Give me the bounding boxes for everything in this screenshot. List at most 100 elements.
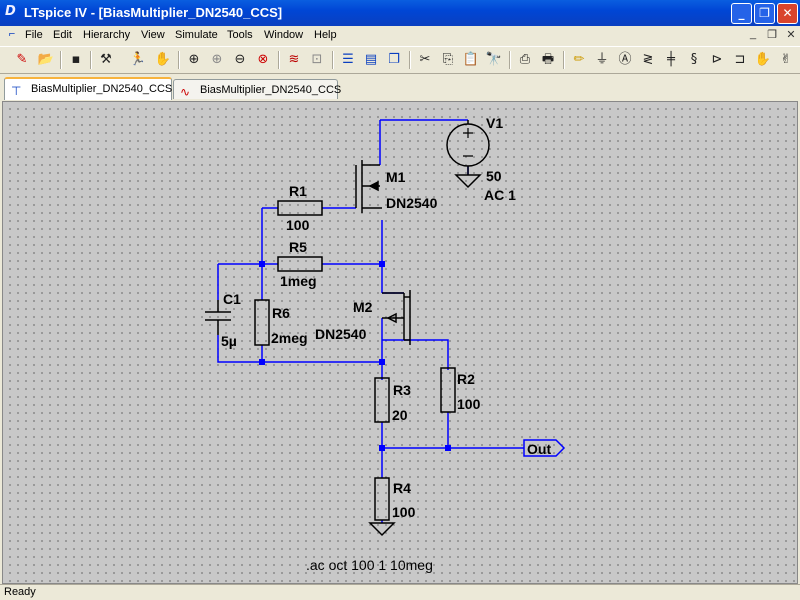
menu-edit[interactable]: Edit bbox=[53, 29, 72, 41]
r2-name: R2 bbox=[457, 371, 475, 387]
drag-icon[interactable]: ✌ bbox=[780, 52, 792, 67]
r6-name: R6 bbox=[272, 305, 290, 321]
new-schematic-icon[interactable]: ✎ bbox=[16, 52, 28, 67]
fit-page-icon[interactable]: ⊡ bbox=[311, 52, 323, 67]
tile-horizontal-icon[interactable]: ☰ bbox=[342, 52, 354, 67]
print-setup-icon[interactable]: ⎙ bbox=[519, 52, 531, 67]
toolbar-separator bbox=[60, 51, 62, 69]
zoom-cancel-icon[interactable]: ⊗ bbox=[257, 52, 269, 67]
halt-icon[interactable]: ✋ bbox=[154, 52, 172, 67]
mosfet-m2[interactable] bbox=[382, 290, 411, 345]
r6-value: 2meg bbox=[271, 330, 308, 346]
diode-icon[interactable]: ⊳ bbox=[711, 52, 723, 67]
control-panel-icon[interactable]: ⚒ bbox=[100, 52, 112, 67]
status-bar: Ready bbox=[0, 584, 800, 600]
menu-file[interactable]: File bbox=[25, 29, 43, 41]
move-icon[interactable]: ✋ bbox=[754, 52, 772, 67]
zoom-out-icon[interactable]: ⊖ bbox=[234, 52, 246, 67]
save-icon[interactable]: ▪ bbox=[71, 52, 81, 67]
voltage-source-v1[interactable]: V1 50 AC 1 bbox=[446, 115, 516, 203]
copy-icon[interactable]: ⎘ bbox=[442, 52, 454, 67]
menu-tools[interactable]: Tools bbox=[227, 29, 253, 41]
net-label-out[interactable]: Out bbox=[523, 439, 566, 457]
open-icon[interactable]: 📂 bbox=[37, 52, 55, 67]
resistor-r3[interactable] bbox=[374, 377, 390, 423]
v1-value: 50 bbox=[486, 168, 502, 184]
capacitor-icon[interactable]: ╪ bbox=[667, 52, 675, 67]
resistor-r1[interactable] bbox=[277, 200, 323, 216]
toolbar-separator bbox=[90, 51, 92, 69]
run-icon[interactable]: 🏃 bbox=[129, 52, 147, 67]
schematic-canvas[interactable]: V1 50 AC 1 M1 DN2540 M2 DN2540 bbox=[2, 101, 798, 584]
component-icon[interactable]: ⊐ bbox=[734, 52, 746, 67]
menu-bar: ⌐ File Edit Hierarchy View Simulate Tool… bbox=[0, 26, 800, 46]
r3-value: 20 bbox=[392, 407, 408, 423]
resistor-r6[interactable] bbox=[254, 299, 270, 346]
toolbar-separator bbox=[332, 51, 334, 69]
autorange-icon[interactable]: ≋ bbox=[288, 52, 300, 67]
r4-value: 100 bbox=[392, 504, 416, 520]
menu-hierarchy[interactable]: Hierarchy bbox=[83, 29, 131, 41]
toolbar-separator bbox=[509, 51, 511, 69]
menu-help[interactable]: Help bbox=[314, 29, 337, 41]
tile-vertical-icon[interactable]: ▤ bbox=[364, 52, 378, 67]
mdi-close-icon[interactable]: ✕ bbox=[786, 29, 796, 41]
document-icon: ⌐ bbox=[8, 28, 16, 40]
close-button[interactable]: ✕ bbox=[777, 3, 798, 24]
toolbar-separator bbox=[278, 51, 280, 69]
ground-symbol bbox=[368, 522, 396, 537]
resistor-r2[interactable] bbox=[440, 367, 456, 413]
r1-value: 100 bbox=[286, 217, 310, 233]
ground-icon[interactable]: ⏚ bbox=[595, 52, 609, 67]
minimize-button[interactable]: _ bbox=[731, 3, 752, 24]
schematic-icon: ⊤ bbox=[11, 84, 22, 98]
draw-wire-icon[interactable]: ✏ bbox=[573, 52, 585, 67]
menu-window[interactable]: Window bbox=[264, 29, 304, 41]
c1-name: C1 bbox=[223, 291, 241, 307]
net-label-out-text: Out bbox=[527, 441, 551, 457]
cascade-icon[interactable]: ❐ bbox=[388, 52, 400, 67]
label-net-icon[interactable]: Ⓐ bbox=[618, 52, 632, 67]
restore-button[interactable]: ❐ bbox=[754, 3, 775, 24]
resistors bbox=[254, 200, 456, 521]
title-bar: D LTspice IV - [BiasMultiplier_DN2540_CC… bbox=[0, 0, 800, 26]
junctions bbox=[259, 261, 451, 451]
m2-model: DN2540 bbox=[315, 326, 367, 342]
waveform-icon: ∿ bbox=[180, 85, 191, 99]
toolbar-separator bbox=[409, 51, 411, 69]
r3-name: R3 bbox=[393, 382, 411, 398]
find-icon[interactable]: 🔭 bbox=[485, 52, 503, 67]
v1-name: V1 bbox=[486, 115, 503, 131]
r1-name: R1 bbox=[289, 183, 307, 199]
resistor-r5[interactable] bbox=[277, 256, 323, 272]
capacitor-c1[interactable] bbox=[205, 300, 231, 335]
m1-model: DN2540 bbox=[386, 195, 438, 211]
toolbar: ✎ 📂 ▪ ⚒ 🏃 ✋ ⊕ ⊕ ⊖ ⊗ ≋ ⊡ ☰ ▤ ❐ ✂ ⎘ 📋 🔭 ⎙ … bbox=[0, 46, 800, 74]
r5-value: 1meg bbox=[280, 273, 317, 289]
schematic-drawing: V1 50 AC 1 M1 DN2540 M2 DN2540 bbox=[205, 115, 566, 573]
menu-simulate[interactable]: Simulate bbox=[175, 29, 218, 41]
mdi-restore-icon[interactable]: ❐ bbox=[767, 29, 777, 41]
mosfet-m1[interactable] bbox=[355, 160, 382, 213]
r4-name: R4 bbox=[393, 480, 411, 496]
zoom-in-icon[interactable]: ⊕ bbox=[188, 52, 200, 67]
menu-view[interactable]: View bbox=[141, 29, 165, 41]
cut-icon[interactable]: ✂ bbox=[419, 52, 431, 67]
paste-icon[interactable]: 📋 bbox=[462, 52, 480, 67]
tab-schematic[interactable]: ⊤ BiasMultiplier_DN2540_CCS bbox=[4, 77, 172, 100]
tab-waveform[interactable]: ∿ BiasMultiplier_DN2540_CCS bbox=[173, 79, 341, 99]
print-icon[interactable]: 🖶 bbox=[541, 52, 555, 67]
r2-value: 100 bbox=[457, 396, 481, 412]
inductor-icon[interactable]: § bbox=[690, 52, 698, 67]
resistor-icon[interactable]: ≷ bbox=[642, 52, 654, 67]
spice-directive[interactable]: .ac oct 100 1 10meg bbox=[306, 557, 433, 573]
resistor-r4[interactable] bbox=[374, 477, 390, 521]
status-text: Ready bbox=[4, 586, 36, 598]
r5-name: R5 bbox=[289, 239, 307, 255]
v1-ac: AC 1 bbox=[484, 187, 516, 203]
mdi-minimize-icon[interactable]: _ bbox=[749, 28, 757, 40]
zoom-pan-icon[interactable]: ⊕ bbox=[211, 52, 223, 67]
toolbar-separator bbox=[563, 51, 565, 69]
ground-symbol bbox=[454, 174, 482, 189]
m1-name: M1 bbox=[386, 169, 406, 185]
